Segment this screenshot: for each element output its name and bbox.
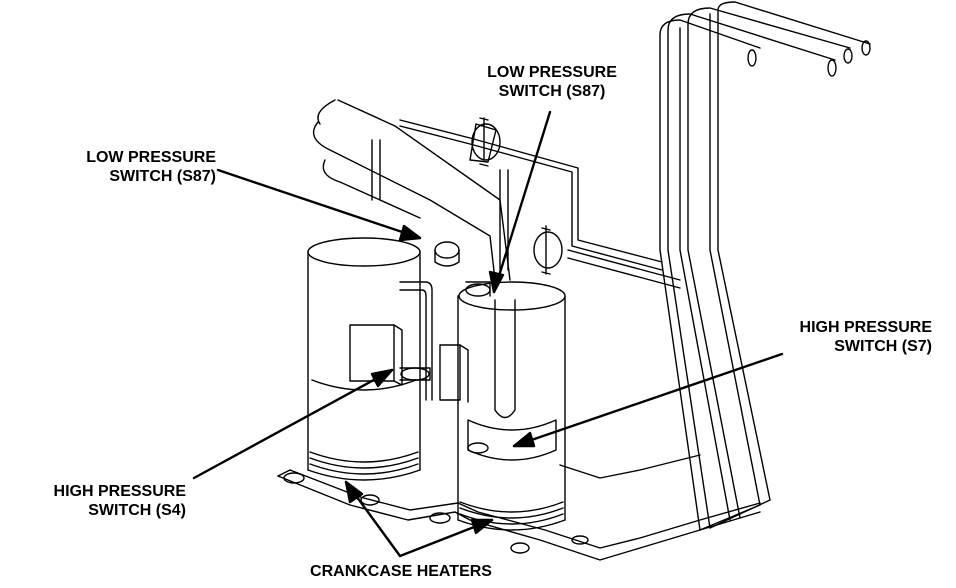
compressor-left [307, 237, 433, 481]
callout-line: LOW PRESSURE [86, 149, 216, 166]
callout-crankcase-heaters: CRANKCASE HEATERS [296, 562, 506, 581]
callout-low-pressure-switch-left: LOW PRESSURE SWITCH (S87) [26, 148, 216, 186]
callout-line: SWITCH (S4) [88, 502, 186, 519]
callout-line: HIGH PRESSURE [53, 483, 186, 500]
callout-line: CRANKCASE HEATERS [310, 563, 492, 580]
suction-lines [399, 117, 681, 289]
callout-line: SWITCH (S87) [498, 83, 606, 100]
callout-arrows [192, 110, 784, 558]
callout-high-pressure-switch-left: HIGH PRESSURE SWITCH (S4) [2, 482, 186, 520]
callout-low-pressure-switch-top: LOW PRESSURE SWITCH (S87) [472, 63, 632, 101]
callout-line: HIGH PRESSURE [799, 319, 932, 336]
suction-pipe-upper [312, 99, 511, 281]
callout-line: LOW PRESSURE [487, 64, 617, 81]
small-switch-center [434, 241, 460, 267]
callout-high-pressure-switch-right: HIGH PRESSURE SWITCH (S7) [730, 318, 932, 356]
compressor-right [439, 281, 566, 531]
discharge-tubing-right [659, 1, 871, 531]
callout-line: SWITCH (S7) [834, 338, 932, 355]
base-frame [277, 454, 761, 561]
callout-line: SWITCH (S87) [109, 168, 216, 185]
